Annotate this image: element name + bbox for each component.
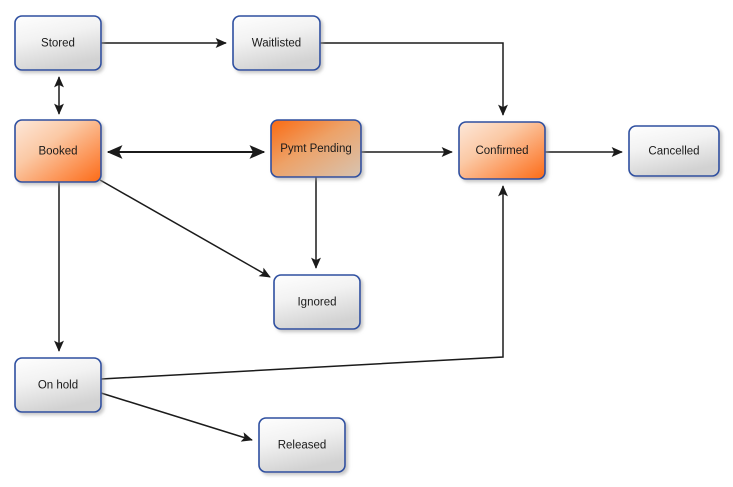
- node-ignored[interactable]: Ignored: [273, 274, 361, 330]
- edge-on-hold-to-confirmed: [100, 185, 508, 380]
- node-pymt_pending[interactable]: Pymt Pending: [270, 119, 362, 178]
- node-box-stored[interactable]: [14, 15, 102, 71]
- node-box-confirmed[interactable]: [458, 121, 546, 180]
- node-released[interactable]: Released: [258, 417, 346, 473]
- node-box-booked[interactable]: [14, 119, 102, 183]
- node-cancelled[interactable]: Cancelled: [628, 125, 720, 177]
- node-box-on_hold[interactable]: [14, 357, 102, 413]
- node-box-released[interactable]: [258, 417, 346, 473]
- node-booked[interactable]: Booked: [14, 119, 102, 183]
- edge-booked-to-ignored: [99, 179, 271, 278]
- edge-layer: [54, 38, 623, 442]
- node-box-waitlisted[interactable]: [232, 15, 321, 71]
- node-box-cancelled[interactable]: [628, 125, 720, 177]
- node-stored[interactable]: Stored: [14, 15, 102, 71]
- node-confirmed[interactable]: Confirmed: [458, 121, 546, 180]
- edge-waitlisted-to-confirmed: [320, 42, 508, 116]
- node-waitlisted[interactable]: Waitlisted: [232, 15, 321, 71]
- edge-on-hold-to-released: [100, 392, 253, 442]
- node-box-pymt_pending[interactable]: [270, 119, 362, 178]
- node-box-ignored[interactable]: [273, 274, 361, 330]
- node-on_hold[interactable]: On hold: [14, 357, 102, 413]
